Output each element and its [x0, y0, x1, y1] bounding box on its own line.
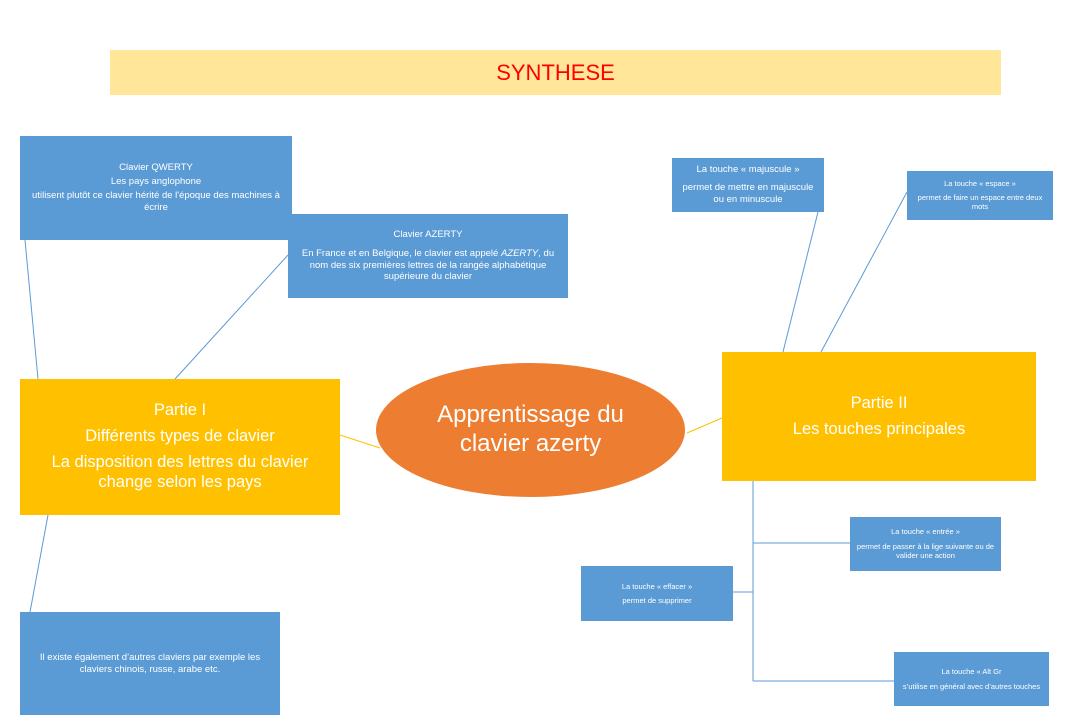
node-majuscule: La touche « majuscule » permet de mettre… [672, 158, 824, 212]
node-entree: La touche « entrée » permet de passer à … [850, 517, 1001, 571]
other-text: Il existe également d’autres claviers pa… [39, 651, 261, 675]
central-topic-label: Apprentissage du clavier azerty [437, 401, 624, 457]
espace-title: La touche « espace » [944, 179, 1016, 189]
part1-line1: Différents types de clavier [85, 427, 275, 446]
azerty-title: Clavier AZERTY [393, 228, 463, 240]
majuscule-title: La touche « majuscule » [696, 164, 800, 176]
entree-title: La touche « entrée » [891, 527, 960, 537]
altgr-title: La touche « Alt Gr [941, 667, 1002, 677]
central-topic: Apprentissage du clavier azerty [376, 363, 685, 497]
node-espace: La touche « espace » permet de faire un … [907, 171, 1053, 220]
node-part1: Partie I Différents types de clavier La … [20, 379, 340, 515]
espace-desc: permet de faire un espace entre deux mot… [917, 192, 1043, 212]
connector-other [29, 514, 49, 613]
altgr-desc: s’utilise en général avec d’autres touch… [902, 681, 1041, 691]
effacer-title: La touche « effacer » [621, 581, 693, 591]
connector-espace [820, 191, 908, 353]
effacer-desc: permet de supprimer [622, 596, 692, 605]
part2-title: Partie II [850, 393, 908, 412]
part2-line1: Les touches principales [792, 419, 966, 438]
azerty-text: En France et en Belgique, le clavier est… [301, 247, 555, 283]
node-effacer: La touche « effacer » permet de supprime… [581, 566, 733, 621]
qwerty-line1: Les pays anglophone [110, 176, 202, 188]
node-other-keyboards: Il existe également d’autres claviers pa… [20, 612, 280, 715]
node-part2: Partie II Les touches principales [722, 352, 1036, 481]
part1-title: Partie I [153, 401, 207, 420]
node-qwerty: Clavier QWERTY Les pays anglophone utili… [20, 136, 292, 240]
connector-majuscule [782, 211, 819, 353]
connector-center-part1 [339, 434, 381, 449]
node-azerty: Clavier AZERTY En France et en Belgique,… [288, 214, 568, 298]
page-title: SYNTHESE [496, 59, 615, 85]
entree-desc: permet de passer à la lige suivante ou d… [856, 541, 995, 561]
node-altgr: La touche « Alt Gr s’utilise en général … [894, 652, 1049, 706]
connector-qwerty [24, 239, 39, 380]
connector-azerty [174, 254, 289, 380]
qwerty-line2: utilisent plutôt ce clavier hérité de l'… [32, 190, 280, 213]
part1-line2: La disposition des lettres du clavier ch… [51, 453, 309, 491]
qwerty-title: Clavier QWERTY [119, 162, 193, 174]
connector-center-part2 [686, 417, 723, 434]
majuscule-desc: permet de mettre en majuscule ou en minu… [682, 182, 814, 205]
title-banner: SYNTHESE [110, 50, 1001, 95]
